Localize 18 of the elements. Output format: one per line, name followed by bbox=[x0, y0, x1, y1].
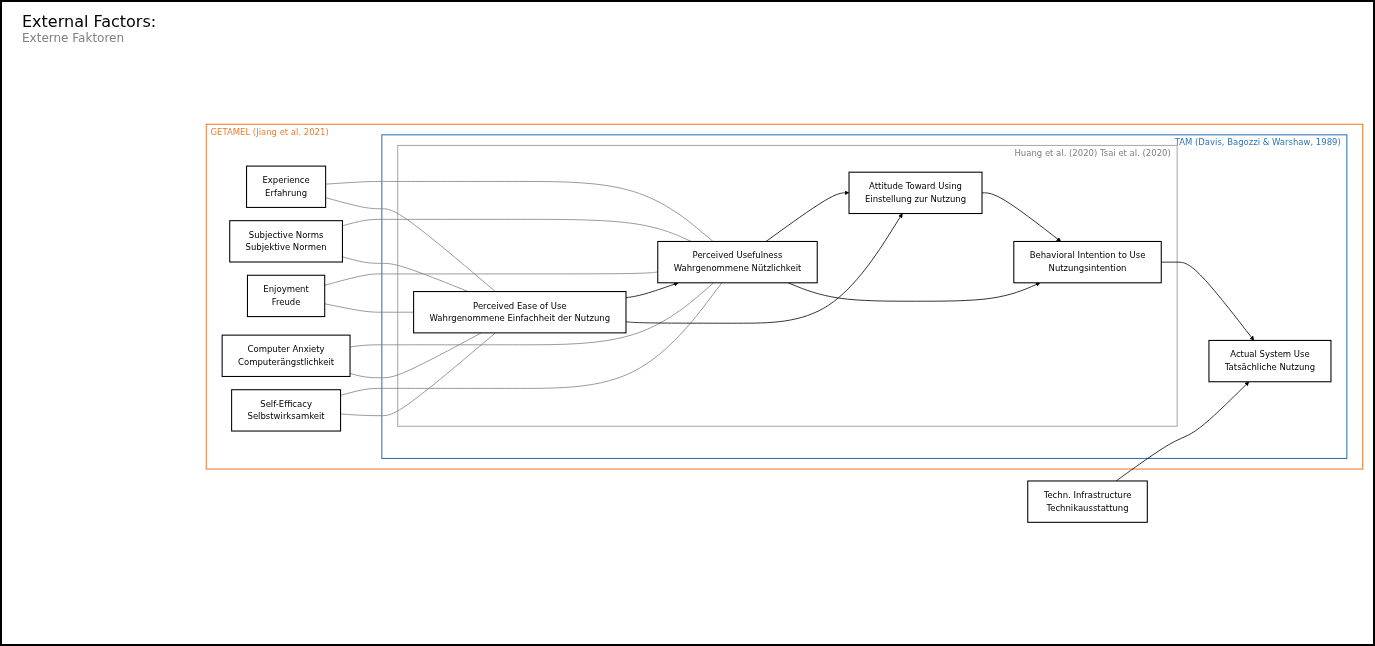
connector bbox=[324, 303, 414, 313]
subheading: Externe Faktoren bbox=[22, 31, 126, 45]
connector bbox=[340, 332, 496, 416]
node-box: Actual System Use Tatsächliche Nutzung bbox=[1208, 339, 1332, 382]
node-box: Experience Erfahrung bbox=[246, 165, 327, 208]
node-box: Enjoyment Freude bbox=[246, 274, 326, 317]
connector bbox=[325, 180, 714, 242]
connector bbox=[325, 196, 496, 292]
node-box: Self-Efficacy Selbstwirksamkeit bbox=[231, 388, 342, 432]
node-box: Subjective Norms Subjektive Normen bbox=[229, 219, 343, 263]
node-box: Perceived Usefulness Wahrgenommene Nützlichkeit bbox=[657, 240, 818, 284]
connector bbox=[342, 218, 692, 242]
node-box: Computer Anxiety Computerängstlichkeit bbox=[221, 334, 351, 377]
heading: External Factors: bbox=[22, 12, 157, 31]
node-box: Perceived Ease of Use Wahrgenommene Einfachheit der Nutzung bbox=[413, 290, 627, 334]
node-box: Attitude Toward Using Einstellung zur Nutzung bbox=[848, 171, 983, 214]
node-box: Techn. Infrastructure Technikausstattung bbox=[1027, 480, 1148, 523]
node-box: Behavioral Intention to Use Nutzungsintention bbox=[1013, 240, 1162, 284]
